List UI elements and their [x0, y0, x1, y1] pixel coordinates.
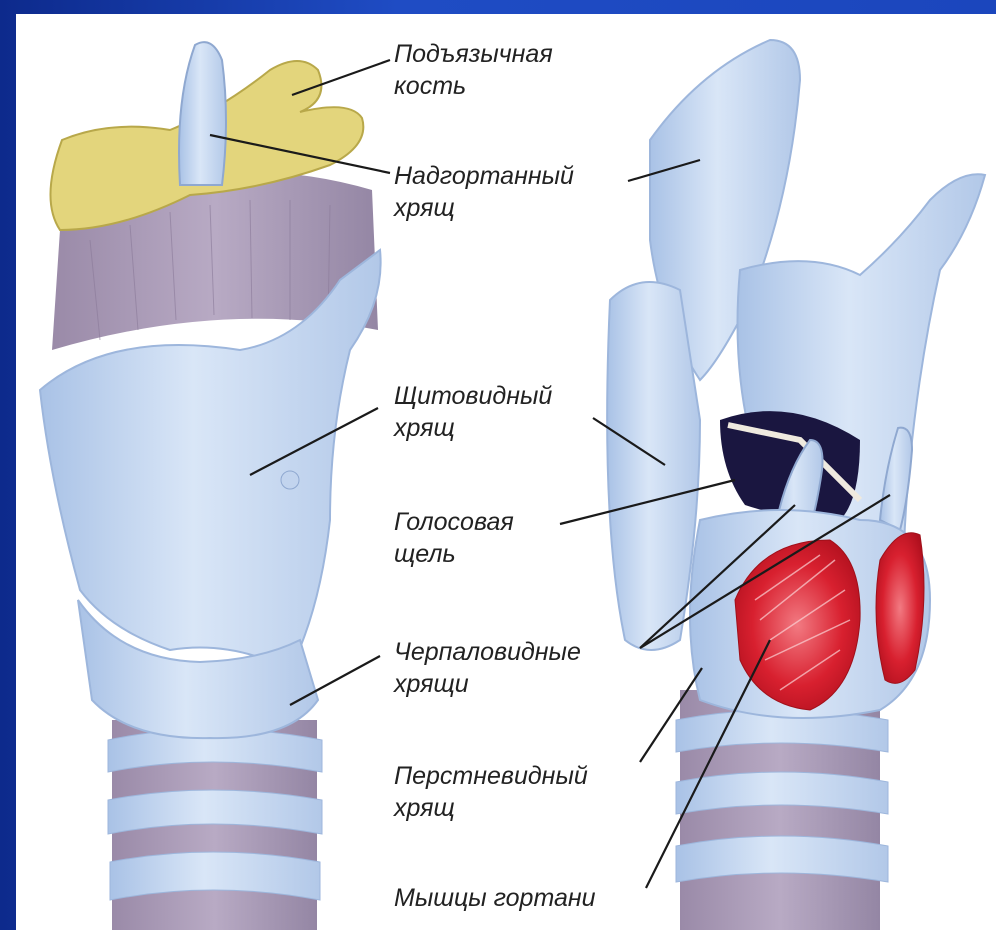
label-glottis: Голосовая щель — [394, 506, 514, 570]
label-hyoid-line1: Подъязычная — [394, 38, 553, 70]
larynx-back-view — [607, 40, 985, 930]
label-epiglottis-line2: хрящ — [394, 192, 574, 224]
label-hyoid-line2: кость — [394, 70, 553, 102]
label-epiglottis-line1: Надгортанный — [394, 160, 574, 192]
label-cricoid-line1: Перстневидный — [394, 760, 588, 792]
label-hyoid-bone: Подъязычная кость — [394, 38, 553, 102]
label-glottis-line1: Голосовая — [394, 506, 514, 538]
label-cricoid-cartilage: Перстневидный хрящ — [394, 760, 588, 824]
trachea-back — [676, 690, 888, 930]
label-laryngeal-muscles: Мышцы гортани — [394, 882, 596, 914]
label-arytenoid-line2: хрящи — [394, 668, 581, 700]
label-muscles-line1: Мышцы гортани — [394, 882, 596, 914]
epiglottis-front — [179, 42, 226, 185]
label-thyroid-line1: Щитовидный — [394, 380, 552, 412]
label-cricoid-line2: хрящ — [394, 792, 588, 824]
label-arytenoid-cartilages: Черпаловидные хрящи — [394, 636, 581, 700]
label-thyroid-cartilage: Щитовидный хрящ — [394, 380, 552, 444]
label-thyroid-line2: хрящ — [394, 412, 552, 444]
label-arytenoid-line1: Черпаловидные — [394, 636, 581, 668]
thyroid-cartilage-back — [607, 282, 700, 650]
trachea-front — [108, 720, 322, 930]
larynx-front-view — [40, 42, 381, 930]
label-epiglottis: Надгортанный хрящ — [394, 160, 574, 224]
label-glottis-line2: щель — [394, 538, 514, 570]
